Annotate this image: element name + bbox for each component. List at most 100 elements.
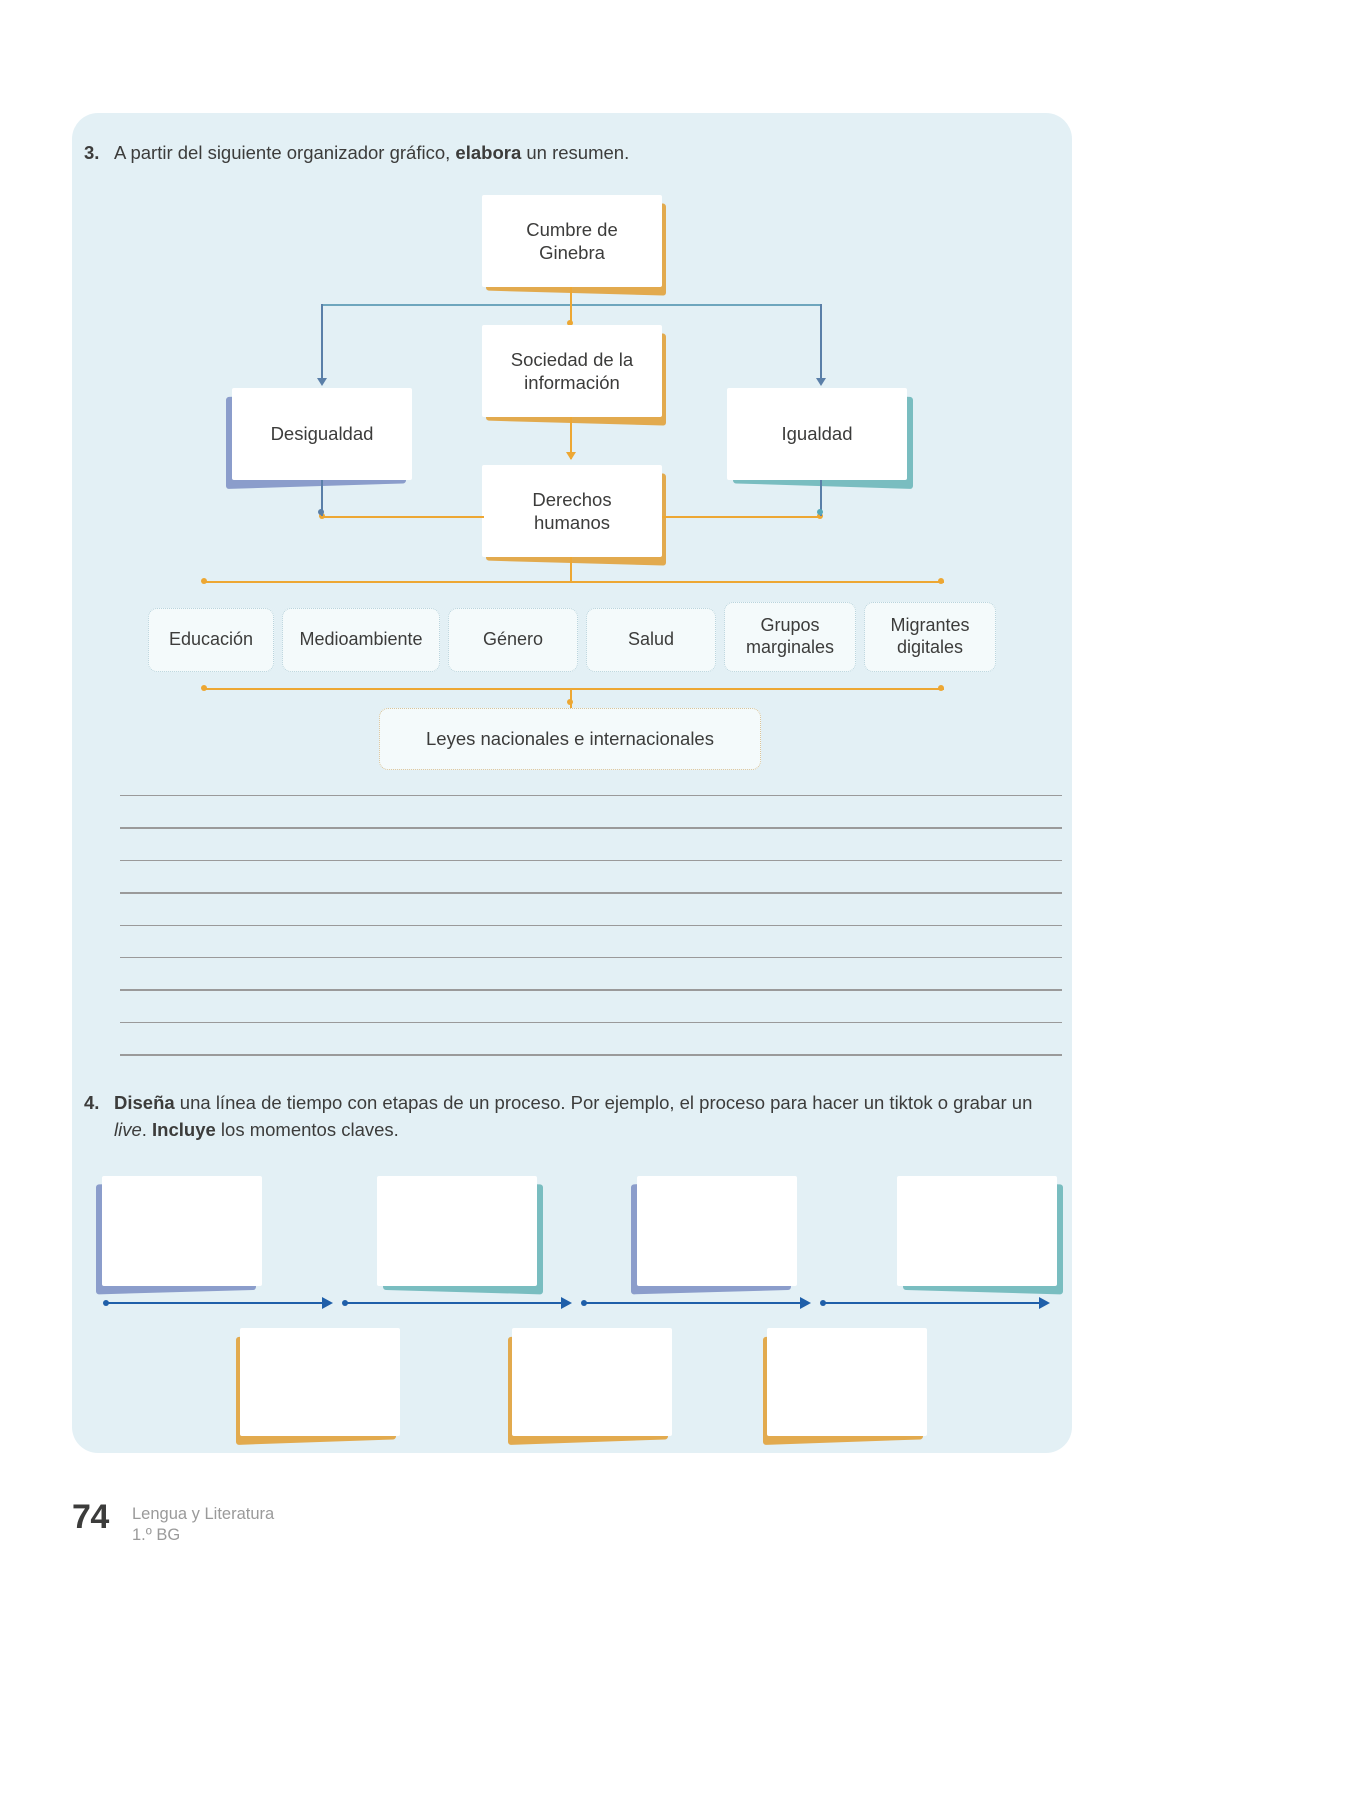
node-sheet	[482, 465, 662, 557]
connector-bus-right-down	[820, 304, 822, 382]
card-sheet	[512, 1328, 672, 1436]
exercise-4-text-1: una línea de tiempo con etapas de un pro…	[174, 1092, 1033, 1113]
connector-desigualdad-down	[321, 480, 323, 516]
exercise-4-text-3: los momentos claves.	[215, 1118, 399, 1140]
exercise-4-text-2: .	[141, 1118, 153, 1140]
exercise-3-text-after: un resumen.	[521, 142, 630, 163]
connector-dot-igualdad	[817, 509, 823, 515]
category-label: Género	[482, 629, 544, 650]
exercise-4-bold-1: Diseña	[114, 1092, 175, 1113]
page-number: 74	[72, 1498, 109, 1536]
writing-line	[120, 827, 1062, 829]
card-sheet	[767, 1328, 927, 1436]
connector-sociedad-to-derechos	[570, 417, 572, 459]
category-pill-medioambiente: Medioambiente	[282, 608, 440, 672]
exercise-4-heading: 4. Diseña una línea de tiempo con etapas …	[84, 1090, 1074, 1144]
node-sociedad-de-la-informacion: Sociedad de la información	[482, 325, 666, 426]
connector-derechos-to-bus	[570, 557, 572, 582]
writing-line	[120, 795, 1062, 797]
category-pill-salud: Salud	[586, 608, 716, 672]
node-cumbre-de-ginebra: Cumbre de Ginebra	[482, 195, 666, 296]
exercise-3-text-before: A partir del siguiente organizador gráfi…	[114, 142, 456, 163]
arrow-to-derechos-icon	[566, 452, 576, 460]
timeline-card-bottom-1[interactable]	[236, 1328, 400, 1445]
card-sheet	[240, 1328, 400, 1436]
timeline-card-top-1[interactable]	[96, 1176, 262, 1295]
category-label: Educación	[168, 629, 254, 650]
writing-line	[120, 892, 1062, 894]
node-label: Cumbre de Ginebra	[526, 218, 618, 263]
timeline-segment-2	[345, 1302, 563, 1304]
arrow-right-branch-icon	[816, 378, 826, 386]
writing-line	[120, 859, 1062, 862]
card-sheet	[637, 1176, 797, 1286]
connector-dot-sociedad	[567, 320, 573, 326]
timeline-arrow-head-3-icon	[800, 1297, 811, 1309]
timeline-segment-3	[584, 1302, 802, 1304]
connector-dot-right	[817, 513, 823, 519]
node-label: Desigualdad	[270, 423, 374, 445]
category-pill-educacion: Educación	[148, 608, 274, 672]
category-pill-genero: Género	[448, 608, 578, 672]
timeline-arrow-head-1-icon	[322, 1297, 333, 1309]
node-label: Sociedad de la información	[510, 348, 634, 393]
connector-footer-bus	[204, 688, 944, 690]
footer-subject: Lengua y Literatura	[132, 1505, 275, 1523]
connector-dot-footer-left	[201, 685, 207, 691]
card-sheet	[897, 1176, 1057, 1286]
connector-dot-bus-right	[938, 578, 944, 584]
node-desigualdad: Desigualdad	[226, 388, 412, 490]
card-sheet	[102, 1176, 262, 1286]
timeline-card-top-3[interactable]	[631, 1176, 797, 1295]
node-sheet	[727, 388, 907, 480]
exercise-4-italic: live	[114, 1118, 142, 1140]
timeline-card-top-4[interactable]	[897, 1176, 1063, 1295]
writing-line	[120, 989, 1062, 991]
card-sheet	[377, 1176, 537, 1286]
category-pill-migrantes-digitales: Migrantes digitales	[864, 602, 996, 672]
connector-bus-left-down	[321, 304, 323, 382]
connector-igualdad-down	[820, 480, 822, 516]
connector-dot-footer-box	[567, 699, 573, 705]
category-pill-grupos-marginales: Grupos marginales	[724, 602, 856, 672]
timeline-segment-4	[823, 1302, 1041, 1304]
arrow-left-branch-icon	[317, 378, 327, 386]
connector-derechos-right	[662, 516, 820, 518]
connector-bus-to-footer-box	[570, 688, 572, 708]
timeline-arrow-head-4-icon	[1039, 1297, 1050, 1309]
timeline-card-bottom-3[interactable]	[763, 1328, 927, 1445]
writing-line	[120, 1054, 1062, 1056]
exercise-3-heading: 3. A partir del siguiente organizador grá…	[84, 141, 1084, 165]
exercise-3-number: 3.	[84, 142, 100, 163]
exercise-3-bold: elabora	[455, 142, 522, 163]
category-label: Medioambiente	[299, 629, 423, 650]
timeline-card-top-2[interactable]	[377, 1176, 543, 1295]
node-sheet	[482, 195, 662, 287]
exercise-4-bold-2: Incluye	[152, 1118, 216, 1140]
node-derechos-humanos: Derechos humanos	[482, 465, 666, 566]
timeline-segment-1	[106, 1302, 324, 1304]
timeline-group	[72, 1160, 1072, 1450]
connector-derechos-left	[322, 516, 484, 518]
node-label: Igualdad	[781, 423, 853, 445]
node-leyes-nacionales-internacionales: Leyes nacionales e internacionales	[379, 708, 761, 770]
writing-lines-group	[120, 795, 1062, 1087]
writing-line	[120, 1021, 1062, 1024]
footer-grade: 1.º BG	[132, 1526, 181, 1545]
connector-dot-bus-left	[201, 578, 207, 584]
node-igualdad: Igualdad	[727, 388, 913, 490]
timeline-arrow-head-2-icon	[561, 1297, 572, 1309]
footer-subject-block: Lengua y Literatura 1.º BG	[132, 1504, 274, 1547]
writing-line	[120, 956, 1062, 959]
exercise-4-number: 4.	[84, 1092, 100, 1113]
category-label: Migrantes digitales	[890, 615, 970, 657]
node-sheet	[232, 388, 412, 480]
connector-category-bus	[204, 581, 944, 583]
organizer-diagram: Cumbre de Ginebra Sociedad de la informa…	[72, 180, 1072, 780]
connector-dot-left	[319, 513, 325, 519]
timeline-card-bottom-2[interactable]	[508, 1328, 672, 1445]
node-label: Leyes nacionales e internacionales	[426, 727, 714, 749]
connector-dot-footer-right	[938, 685, 944, 691]
category-label: Salud	[627, 629, 675, 650]
